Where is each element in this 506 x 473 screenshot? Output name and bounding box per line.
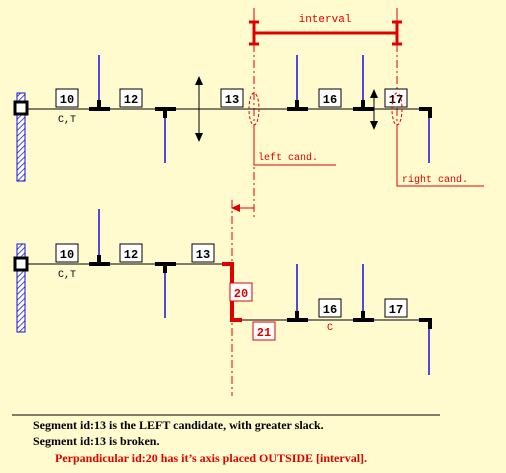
interval-bracket (249, 8, 402, 46)
junction (295, 100, 299, 109)
left-cand-leader (253, 125, 336, 166)
terminal-connector (13, 100, 29, 116)
left-cand-label: left cand. (258, 152, 318, 164)
shift-arrow (231, 204, 254, 212)
segment-label: 12 (124, 93, 138, 107)
segment-c-label: C (327, 323, 333, 334)
slack-arrow (195, 76, 203, 142)
caption-line-3: Perpandicular id:20 has it’s axis placed… (55, 451, 368, 465)
junction (97, 255, 101, 264)
junction (295, 311, 299, 320)
caption-line-1: Segment id:13 is the LEFT candidate, wit… (33, 418, 324, 432)
segment-sublabel: C,T (58, 270, 76, 281)
segment-label: 12 (124, 248, 138, 262)
junction (163, 109, 167, 118)
right-cand-label: right cand. (402, 174, 468, 186)
terminal-connector (13, 256, 29, 272)
segment-box (119, 88, 143, 108)
bottom-row: 10 12 13 16 17 20 21 C,T C (13, 209, 432, 375)
segment-label: 13 (225, 93, 239, 107)
interval-label: interval (299, 14, 352, 26)
segment-box (191, 243, 215, 263)
segment-sublabel: C,T (58, 115, 76, 126)
junction (428, 320, 432, 329)
junction (361, 311, 365, 320)
segment-box (318, 298, 342, 318)
junction (163, 264, 167, 273)
red-segment-label: 20 (234, 287, 248, 301)
junction (428, 109, 432, 118)
red-segment-label: 21 (257, 326, 271, 340)
segment-box (220, 88, 244, 108)
segment-box (384, 298, 408, 318)
segment-box (55, 88, 79, 108)
terminal-block (16, 92, 26, 182)
junction (419, 107, 432, 111)
segment-label: 10 (60, 93, 74, 107)
segment-label: 13 (196, 248, 210, 262)
terminal-block (16, 243, 26, 333)
segment-box (318, 88, 342, 108)
segment-box (119, 243, 143, 263)
segment-label: 10 (60, 248, 74, 262)
caption-line-2: Segment id:13 is broken. (33, 434, 160, 448)
junction (419, 318, 432, 322)
red-junction (222, 262, 234, 266)
top-row: 10 12 13 16 17 C,T left cand. right cand… (13, 55, 484, 212)
segment-label: 16 (323, 303, 337, 317)
red-segment-box (229, 282, 253, 302)
slack-arrow (370, 89, 378, 130)
segment-box (55, 243, 79, 263)
right-cand-leader (396, 125, 484, 187)
red-segment-box (252, 321, 276, 341)
segment-label: 17 (389, 303, 403, 317)
red-junction (230, 318, 242, 322)
segment-box (384, 88, 408, 108)
junction (97, 100, 101, 109)
segment-label: 16 (323, 93, 337, 107)
junction (361, 100, 365, 109)
